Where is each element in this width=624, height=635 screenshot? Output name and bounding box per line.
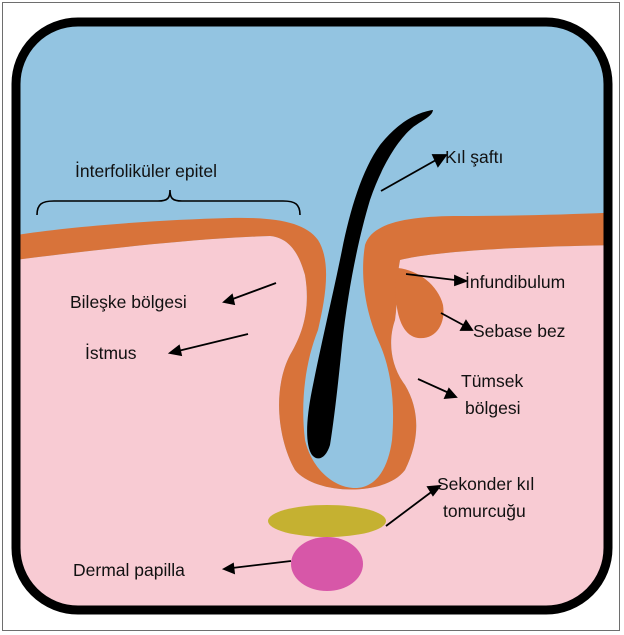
label-secondary-germ-line2: tomurcuğu xyxy=(443,501,526,521)
label-secondary-germ-line1: Sekonder kıl xyxy=(437,474,534,494)
label-infundibulum: İnfundibulum xyxy=(465,272,565,292)
label-hair-shaft: Kıl şaftı xyxy=(445,147,503,167)
label-isthmus: İstmus xyxy=(85,343,137,363)
label-bulge-line2: bölgesi xyxy=(465,398,520,418)
label-dermal-papilla: Dermal papilla xyxy=(73,560,185,580)
dermal-papilla xyxy=(291,537,363,591)
label-sebaceous-gland: Sebase bez xyxy=(473,321,565,341)
label-junctional-zone: Bileşke bölgesi xyxy=(70,292,187,312)
secondary-hair-germ xyxy=(268,505,386,537)
label-interfollicular-epithelium: İnterfoliküler epitel xyxy=(75,161,217,181)
label-bulge-line1: Tümsek xyxy=(461,371,523,391)
